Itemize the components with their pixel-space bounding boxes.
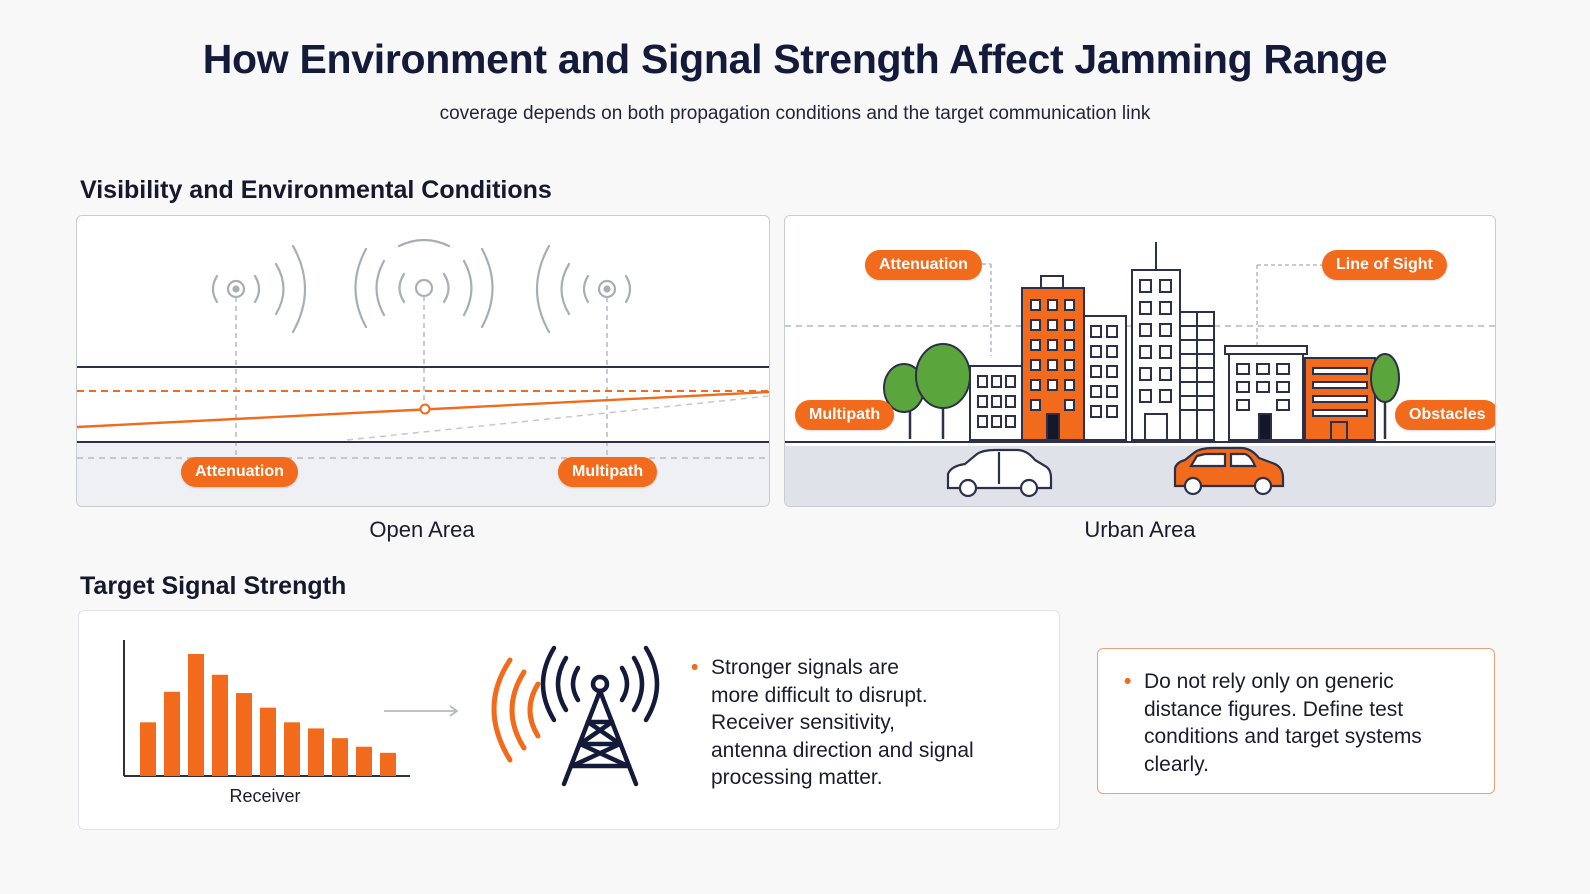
urban-attenuation-label: Attenuation	[865, 250, 982, 280]
signal-bar	[284, 722, 300, 776]
building-small-left	[969, 365, 1023, 441]
signal-bullet-line: processing matter.	[711, 766, 883, 789]
signal-bar	[332, 738, 348, 776]
tree-icon	[1370, 353, 1400, 439]
bullet-dot: •	[691, 656, 699, 679]
signal-section-title: Target Signal Strength	[80, 572, 347, 600]
open-multipath-label: Multipath	[558, 457, 658, 487]
open-area-caption: Open Area	[369, 517, 475, 542]
building-white-wide	[1224, 345, 1308, 441]
receiver-label: Receiver	[229, 786, 301, 806]
signal-bar	[308, 728, 324, 776]
page-subtitle: coverage depends on both propagation con…	[439, 103, 1151, 124]
urban-area-caption: Urban Area	[1084, 517, 1196, 542]
bar-chart-icon	[123, 640, 410, 777]
building-striped	[1179, 311, 1215, 441]
urban-area-illustration	[785, 242, 1495, 506]
page-title: How Environment and Signal Strength Affe…	[202, 36, 1388, 82]
building-orange-low	[1304, 357, 1376, 441]
building-white-mid	[1083, 315, 1127, 441]
note-line: Do not rely only on generic	[1144, 670, 1394, 693]
note-line: distance figures. Define test	[1144, 697, 1404, 721]
signal-bullet-line: Stronger signals are	[711, 656, 899, 679]
antenna-waves-icon	[211, 244, 307, 334]
guidance-note	[1097, 648, 1495, 794]
note-line: conditions and target systems	[1144, 725, 1422, 748]
tree-icon	[915, 343, 971, 439]
open-attenuation-label: Attenuation	[181, 457, 298, 487]
car-icon	[946, 448, 1053, 498]
signal-bar	[212, 674, 228, 776]
signal-bar	[140, 722, 156, 776]
signal-bar	[260, 707, 276, 776]
signal-bar	[356, 746, 372, 776]
signal-bar	[164, 691, 180, 776]
visibility-section-title: Visibility and Environmental Conditions	[80, 176, 552, 204]
signal-bullet: • Stronger signals are more difficult to…	[691, 654, 1041, 792]
urban-obstacles-label: Obstacles	[1395, 400, 1495, 430]
signal-bullet-line: Receiver sensitivity,	[711, 711, 895, 734]
signal-bullet-line: more difficult to disrupt.	[711, 683, 928, 707]
signal-bar	[188, 654, 204, 776]
building-orange-tall	[1021, 275, 1085, 441]
open-area-illustration	[77, 238, 769, 506]
urban-area-panel: Attenuation Line of Sight Multipath Obst…	[784, 215, 1496, 507]
urban-line-of-sight-label: Line of Sight	[1322, 250, 1447, 280]
note-line: clearly.	[1144, 752, 1209, 776]
antenna-waves-icon	[354, 238, 494, 329]
note-bullet: • Do not rely only on generic distance f…	[1124, 668, 1474, 778]
building-white-tall	[1131, 242, 1181, 441]
bullet-dot: •	[1124, 670, 1132, 693]
antenna-waves-icon	[535, 244, 632, 334]
signal-bullet-line: antenna direction and signal	[711, 738, 974, 762]
car-icon	[1173, 446, 1285, 496]
signal-bar	[236, 693, 252, 776]
signal-tower-icon	[491, 645, 660, 787]
open-area-panel: Attenuation Multipath	[76, 215, 770, 507]
arrow-right-icon	[384, 705, 459, 717]
urban-multipath-label: Multipath	[795, 400, 895, 430]
signal-bar	[380, 752, 396, 776]
urban-road	[785, 446, 1495, 506]
